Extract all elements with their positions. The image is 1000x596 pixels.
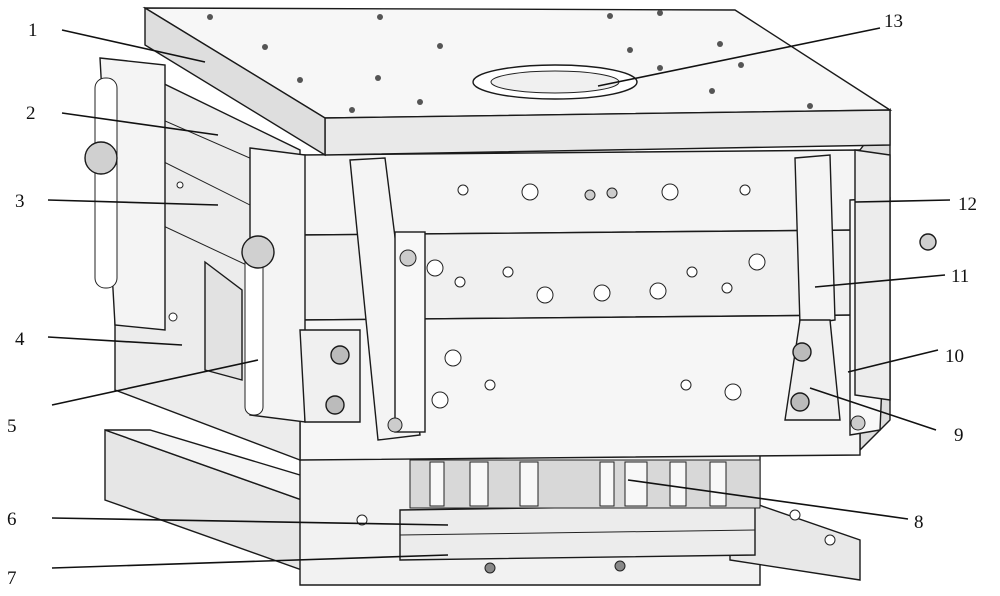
callout-4: 4	[15, 329, 25, 350]
callout-8: 8	[914, 512, 924, 533]
callout-9: 9	[954, 425, 964, 446]
callout-5: 5	[7, 416, 17, 437]
callout-1: 1	[28, 20, 38, 41]
callout-2: 2	[26, 103, 36, 124]
callout-11: 11	[951, 266, 969, 287]
ejector-pins	[410, 460, 760, 508]
callout-12: 12	[958, 194, 977, 215]
callout-13: 13	[884, 11, 903, 32]
callout-3: 3	[15, 191, 25, 212]
callout-7: 7	[7, 568, 17, 589]
callout-6: 6	[7, 509, 17, 530]
right-lifter	[785, 150, 936, 435]
callout-10: 10	[945, 346, 964, 367]
